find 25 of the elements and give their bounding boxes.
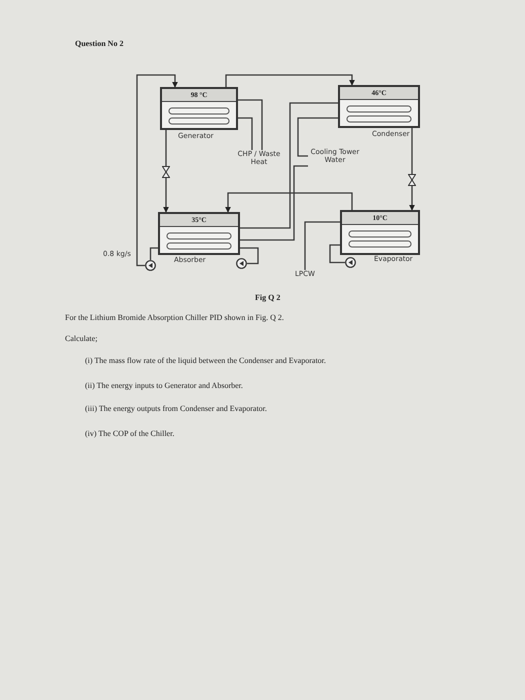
question-text: (ii) The energy inputs to Generator and Absorber. [85,381,244,391]
flow-arrow [163,130,169,213]
question-text: (i) The mass flow rate of the liquid between the Condenser and Evaporator. [85,356,327,366]
question-heading: Question No 2 [75,38,124,50]
pipe-line [238,117,253,150]
pump-symbol [145,260,156,271]
pipe-line [150,247,158,260]
pipe-line [240,102,338,229]
question-text: Calculate; [65,334,98,344]
pipe-line [297,117,338,157]
pipe-line [240,247,259,264]
flow-arrow [136,74,178,266]
question-text: (iv) The COP of the Chiller. [85,429,176,439]
flow-arrow [409,128,415,211]
flow-arrow [225,74,355,87]
pipe-line [238,99,263,150]
pump-symbol [345,257,356,268]
pipe-line [240,165,308,241]
question-text: (iii) The energy outputs from Condenser and Evaporator. [85,404,268,414]
flow-arrow [225,192,353,213]
pipe-line [304,221,340,270]
pipe-line [329,244,345,264]
question-text: For the Lithium Bromide Absorption Chiller PID shown in Fig. Q 2. [65,313,285,323]
pump-symbol [236,258,247,269]
figure-caption: Fig Q 2 [255,292,280,304]
